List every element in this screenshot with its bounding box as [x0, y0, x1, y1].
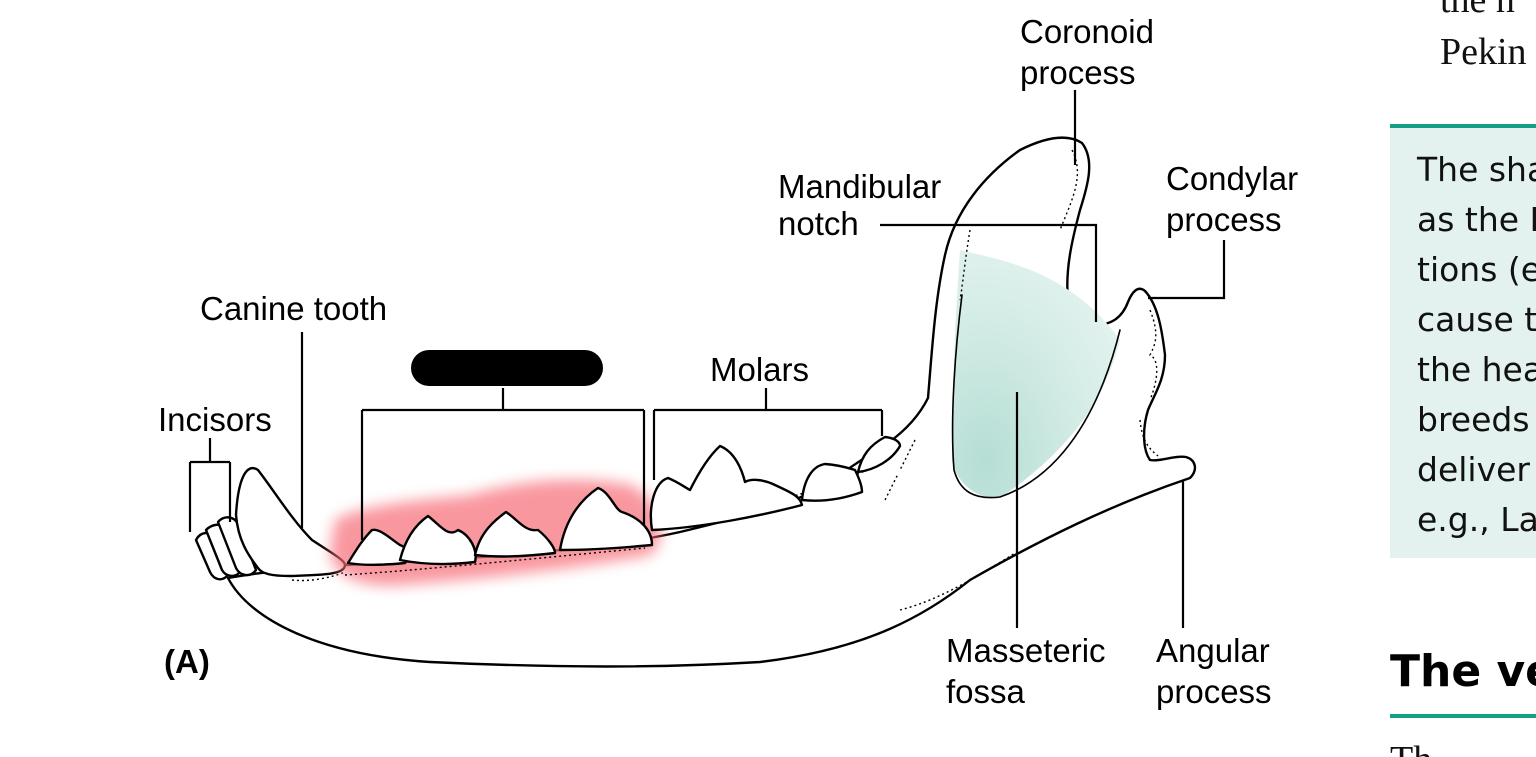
label-mandibular-notch-1: Mandibular — [778, 168, 941, 205]
section-heading-rule — [1390, 714, 1536, 718]
canine — [234, 467, 347, 578]
label-mandibular-notch-2: notch — [778, 205, 859, 242]
panel-label: (A) — [164, 643, 210, 680]
label-condylar-process-1: Condylar — [1166, 160, 1298, 197]
callout-box: The sha as the B tions (e cause t the he… — [1390, 128, 1536, 558]
label-coronoid-process-1: Coronoid — [1020, 13, 1154, 50]
detail-dots-3 — [1149, 309, 1158, 401]
detail-dots-4 — [1139, 419, 1159, 457]
label-masseteric-fossa-2: fossa — [946, 673, 1026, 710]
premolar-dots — [344, 547, 646, 576]
callout-line-8: e.g., La — [1417, 500, 1536, 539]
callout-line-7: deliver — [1417, 450, 1530, 489]
mandible-diagram: Coronoid process Mandibular notch Condyl… — [158, 13, 1298, 710]
redacted-label-bar — [411, 350, 603, 386]
label-condylar-process-2: process — [1166, 201, 1282, 238]
leader-lines — [188, 90, 1226, 628]
detail-dots-5 — [899, 549, 1021, 611]
label-angular-process-1: Angular — [1156, 632, 1270, 669]
callout-box-top-rule — [1390, 124, 1536, 128]
callout-line-6: breeds — [1417, 400, 1530, 439]
callout-line-1: The sha — [1417, 150, 1536, 189]
body-line-bottom: Th — [1390, 738, 1432, 757]
fossa-edge — [951, 294, 1121, 499]
detail-dots-6 — [884, 439, 916, 501]
premolar-2 — [398, 514, 477, 566]
label-molars: Molars — [710, 351, 809, 388]
masseteric-fossa-shape — [952, 250, 1120, 499]
callout-line-3: tions (e — [1417, 250, 1536, 289]
label-coronoid-process-2: process — [1020, 54, 1136, 91]
section-heading: The ve — [1390, 646, 1536, 697]
premolar-3 — [473, 510, 557, 558]
molar-3 — [856, 435, 902, 474]
label-angular-process-2: process — [1156, 673, 1272, 710]
premolar-4 — [558, 486, 654, 552]
incisor-3 — [216, 516, 258, 577]
label-canine-tooth: Canine tooth — [200, 290, 387, 327]
body-line-1: the n — [1440, 0, 1515, 21]
molar-2 — [800, 462, 864, 502]
page-text-column: the n Pekin The sha as the B tions (e ca… — [1390, 0, 1536, 757]
label-incisors: Incisors — [158, 401, 272, 438]
gum-line — [669, 467, 902, 543]
callout-line-4: cause t — [1417, 300, 1536, 339]
callout-line-2: as the B — [1417, 200, 1536, 239]
callout-line-5: the hea — [1417, 350, 1536, 389]
body-line-2: Pekin — [1440, 31, 1527, 73]
label-masseteric-fossa-1: Masseteric — [946, 632, 1106, 669]
premolar-1 — [346, 528, 410, 567]
molar-1 — [649, 444, 804, 532]
